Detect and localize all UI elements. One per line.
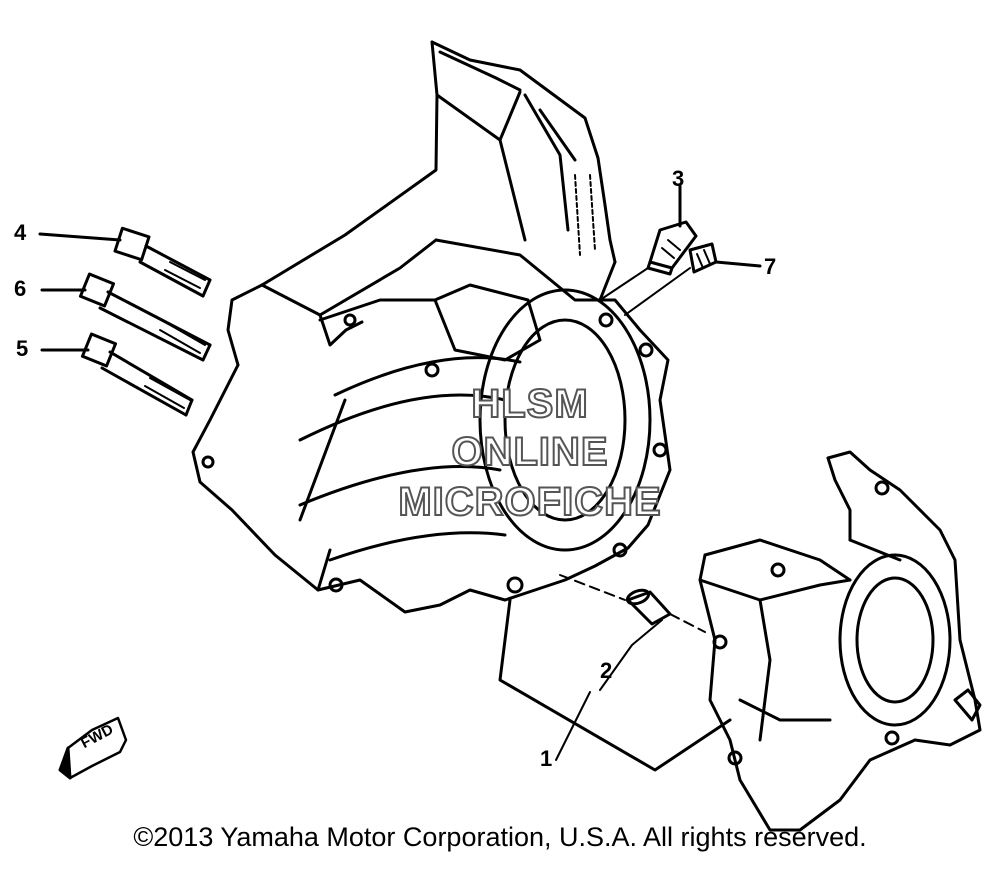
crankcase-housing — [191, 40, 672, 614]
callout-5: 5 — [16, 336, 29, 361]
dowel-2 — [559, 574, 706, 691]
bolt-6 — [40, 272, 212, 362]
watermark-line-2: ONLINE — [450, 430, 609, 474]
fwd-arrow-icon — [58, 716, 128, 780]
bolt-4 — [38, 226, 212, 298]
callout-4: 4 — [14, 220, 27, 245]
watermark-line-1: HLSM — [470, 382, 589, 426]
stud-3 — [599, 184, 698, 301]
reference-bracket-1 — [498, 598, 732, 772]
callout-1: 1 — [540, 746, 553, 771]
dowel-7 — [624, 242, 762, 316]
bolt-5 — [40, 332, 194, 417]
watermark-line-3: MICROFICHE — [397, 480, 662, 524]
callout-3: 3 — [672, 166, 685, 191]
callout-6: 6 — [14, 276, 27, 301]
copyright-notice: ©2013 Yamaha Motor Corporation, U.S.A. A… — [133, 822, 867, 852]
callout-7: 7 — [764, 254, 777, 279]
callout-2: 2 — [600, 658, 613, 683]
rear-housing — [698, 450, 982, 832]
